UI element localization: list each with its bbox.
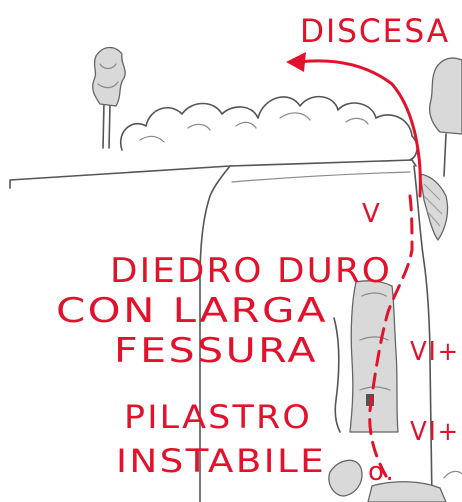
grade-label-1: VI+	[410, 337, 460, 367]
grade-label-2: VI+	[410, 417, 460, 447]
pillar-description-line-2: INSTABILE	[116, 442, 326, 480]
pitch-mark-v: V	[362, 199, 382, 229]
tree-left-icon	[93, 48, 125, 149]
tree-right-icon	[430, 58, 462, 176]
unstable-pillar	[334, 281, 398, 432]
corner-description-line-3: FESSURA	[114, 331, 318, 371]
corner-description-line-2: CON LARGA	[56, 291, 328, 331]
pillar-description-line-1: PILASTRO	[124, 398, 312, 436]
corner-description-line-1: DIEDRO DURO	[110, 251, 392, 291]
descent-label: DISCESA	[300, 12, 450, 50]
bush-ridge	[121, 97, 417, 160]
dihedral-wall	[414, 166, 448, 502]
belay-mark: o.	[368, 457, 396, 487]
